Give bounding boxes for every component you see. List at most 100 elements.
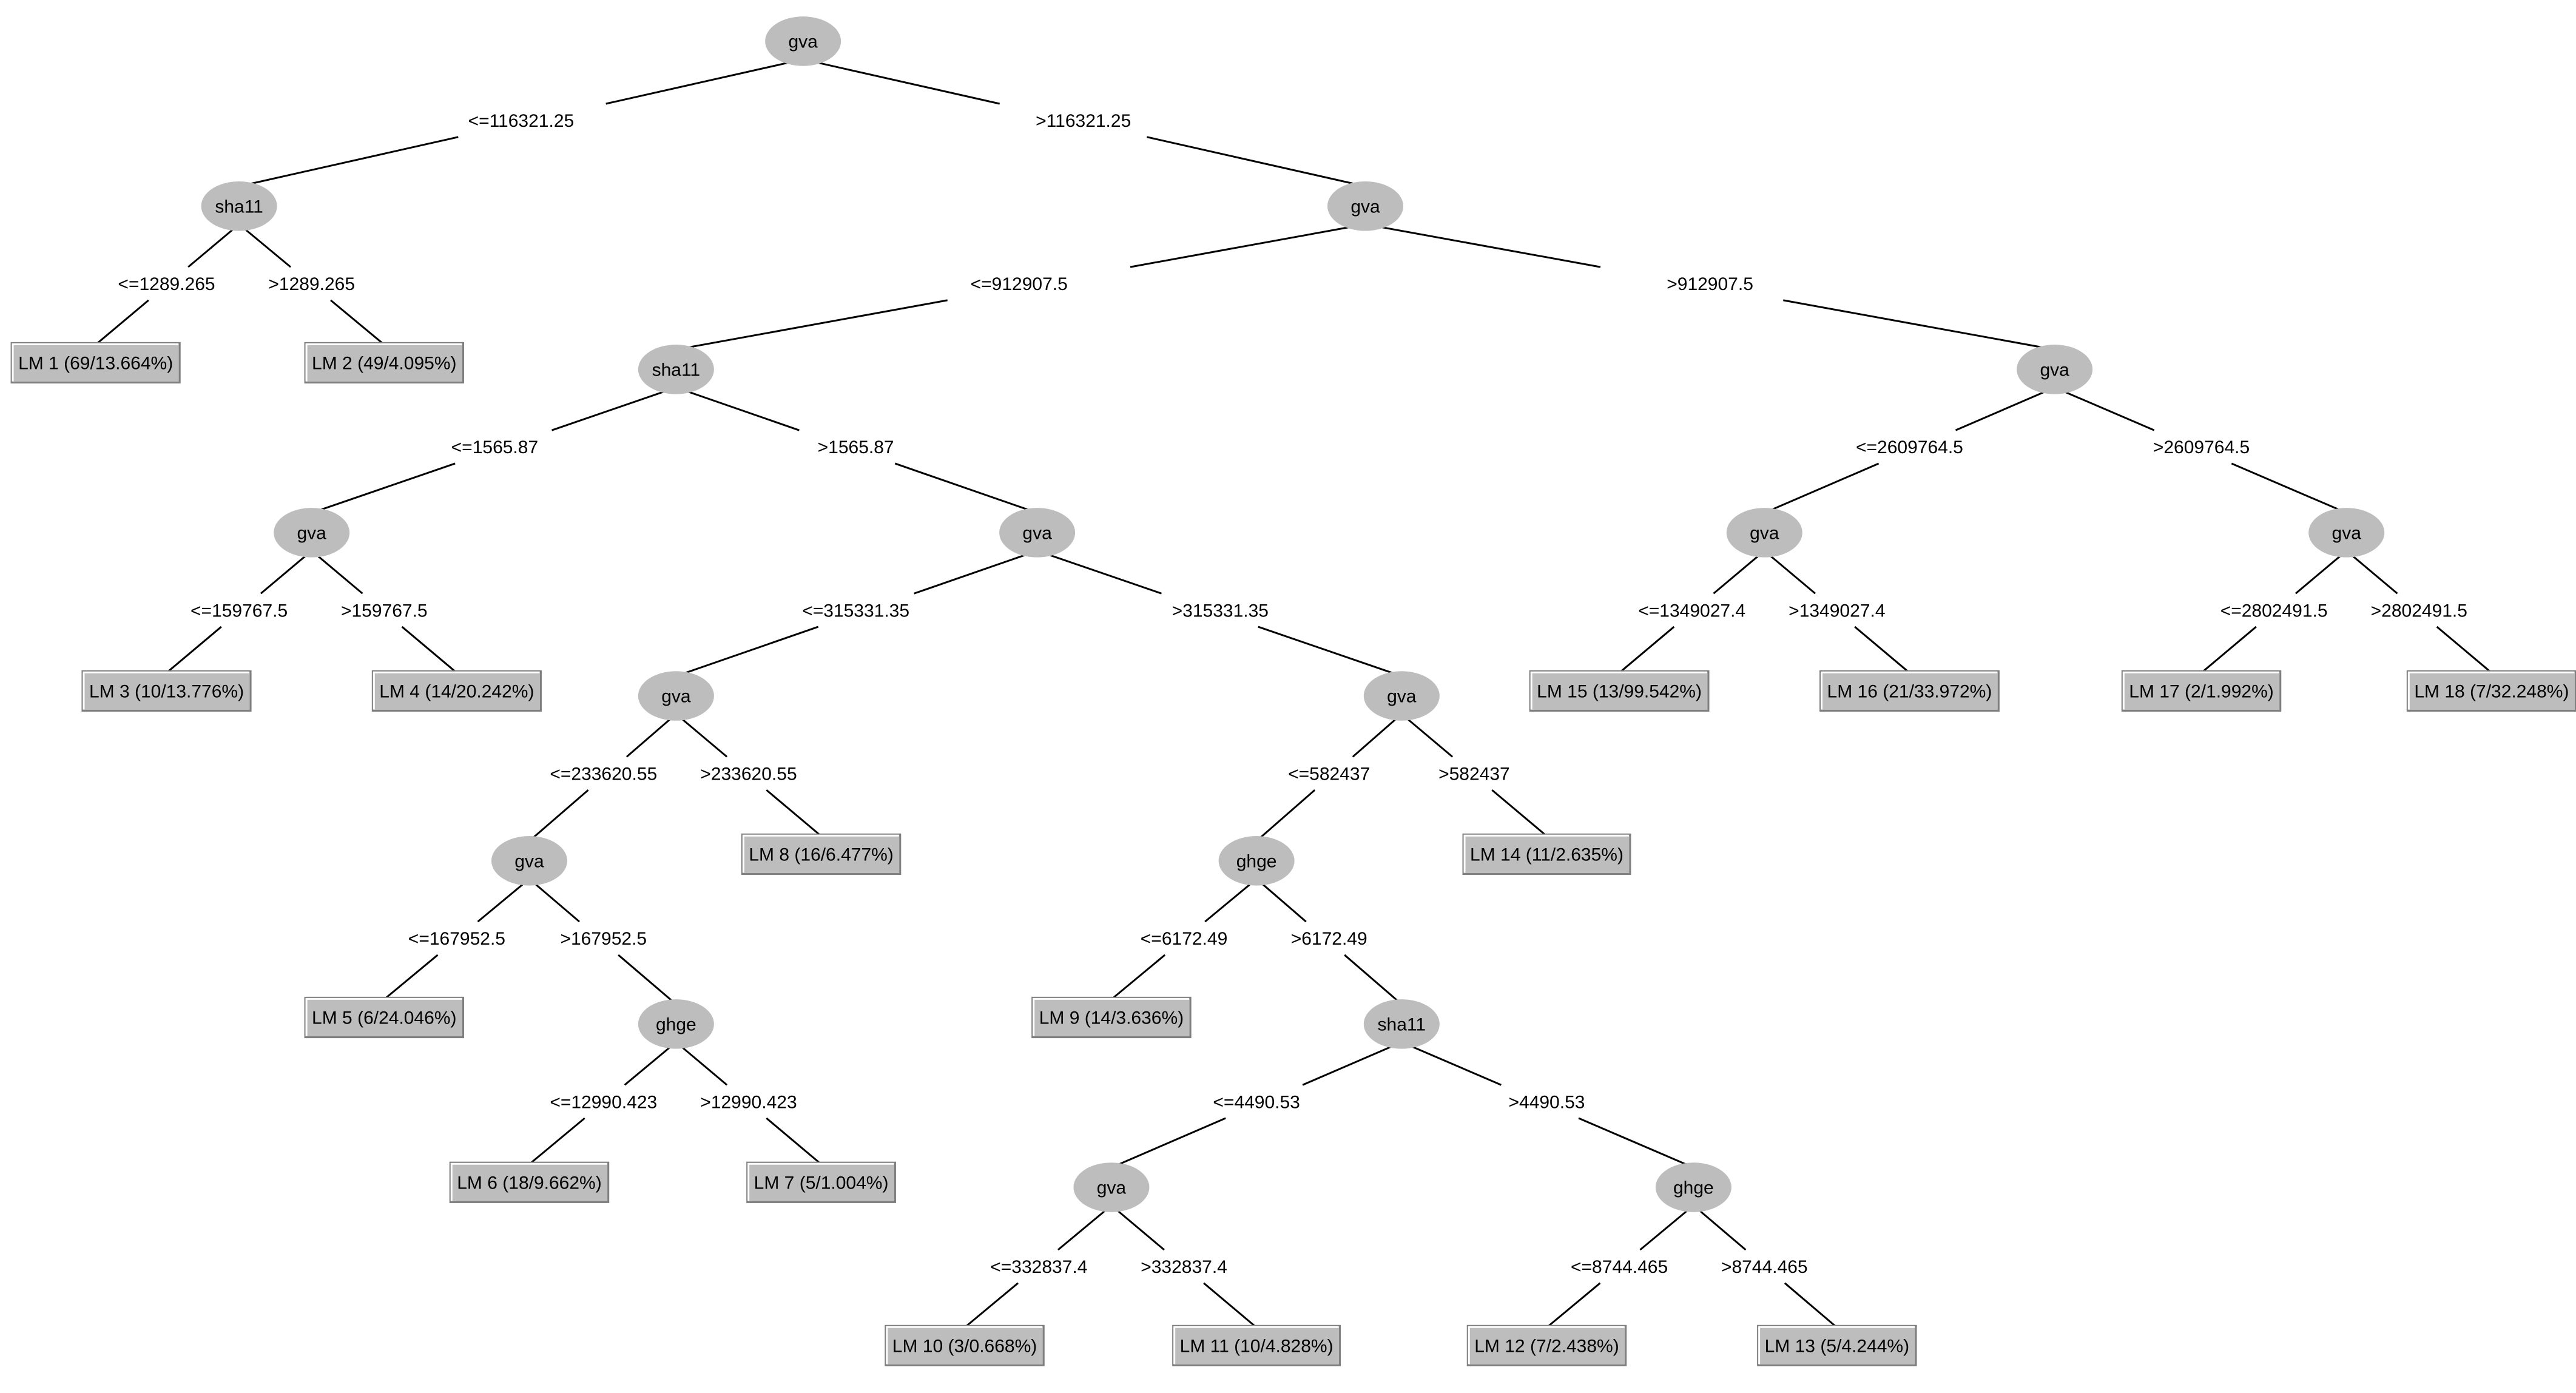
edge-line-n3-n4-upper (1130, 223, 1366, 268)
leaf-label: LM 17 (2/1.992%) (2129, 681, 2273, 701)
edge-line-n5-lm3-upper (260, 550, 312, 595)
leaf-model-lm8: LM 8 (16/6.477%) (741, 833, 902, 875)
edges-layer (95, 58, 2492, 1329)
edge-line-n16-lm12-lower (1546, 1282, 1601, 1329)
leaf-box (304, 342, 465, 384)
leaf-box (885, 1324, 1045, 1367)
leaf-model-lm10: LM 10 (3/0.668%) (885, 1324, 1045, 1367)
edge-line-n7-lm8-lower (766, 789, 822, 837)
node-ellipse (1655, 1162, 1731, 1212)
edge-label: <=332837.4 (990, 1257, 1087, 1277)
edge-line-n14-n9-lower (1111, 1117, 1226, 1169)
node-label: gva (297, 524, 327, 544)
edge-label: >116321.25 (1036, 111, 1131, 131)
node-label: ghge (1673, 1178, 1714, 1198)
split-node-n12: ghge (638, 999, 714, 1049)
leaf-highlight (450, 1162, 607, 1201)
split-node-n17: gva (2308, 508, 2385, 558)
edge-line-n12-lm6-lower (528, 1117, 585, 1165)
split-node-n10: gva (1726, 508, 1802, 558)
edge-line-n9-lm10-upper (1057, 1204, 1112, 1251)
node-ellipse (999, 508, 1076, 558)
node-label: gva (1097, 1178, 1127, 1198)
edge-line-n7-n8-lower (528, 789, 589, 842)
leaves-layer: LM 1 (69/13.664%) LM 2 (49/4.095%) LM 3 (1… (10, 342, 2576, 1367)
edge-line-n13-lm9-lower (1110, 954, 1166, 1000)
leaf-box (1819, 670, 2000, 712)
split-node-n1: gva (765, 16, 841, 66)
node-ellipse (201, 181, 277, 231)
edge-line-n10-lm16-lower (1854, 626, 1910, 674)
leaf-model-lm1: LM 1 (69/13.664%) (10, 342, 181, 384)
leaf-model-lm9: LM 9 (14/3.636%) (1031, 996, 1192, 1039)
edge-label: <=159767.5 (191, 601, 288, 621)
node-ellipse (2308, 508, 2385, 558)
edge-label: <=167952.5 (408, 929, 505, 949)
edge-label: <=1289.265 (118, 274, 215, 294)
edge-line-n16-lm13-upper (1693, 1204, 1747, 1251)
leaf-box (371, 670, 542, 712)
leaf-model-lm13: LM 13 (5/4.244%) (1757, 1324, 1917, 1367)
node-label: ghge (1236, 851, 1277, 871)
edge-line-n6-n7-upper (914, 550, 1038, 595)
split-node-n13: ghge (1218, 836, 1295, 886)
leaf-highlight (1758, 1326, 1915, 1364)
edge-line-n11-lm14-upper (1401, 713, 1454, 758)
leaf-model-lm6: LM 6 (18/9.662%) (449, 1161, 610, 1203)
edge-line-n9-lm11-upper (1110, 1204, 1165, 1251)
edge-line-n12-lm7-lower (766, 1117, 822, 1165)
edge-line-n16-lm13-lower (1784, 1282, 1838, 1329)
edge-label: <=315331.35 (802, 601, 909, 621)
edge-line-n3-n4-lower (676, 299, 948, 351)
leaf-box (10, 342, 181, 384)
leaf-label: LM 2 (49/4.095%) (312, 354, 456, 374)
node-label: gva (1022, 524, 1052, 544)
edge-line-n12-lm7-upper (675, 1041, 728, 1086)
node-ellipse (638, 345, 714, 394)
leaf-box (1466, 1324, 1627, 1367)
leaf-highlight (886, 1326, 1043, 1364)
leaf-box (1529, 670, 1710, 712)
leaf-label: LM 8 (16/6.477%) (749, 845, 893, 865)
edge-line-n13-lm9-upper (1204, 878, 1258, 923)
edge-line-n8-n12-upper (528, 878, 580, 923)
node-label: ghge (656, 1015, 696, 1035)
split-node-n3: gva (1327, 181, 1404, 231)
edge-line-n14-n16-upper (1401, 1041, 1502, 1086)
edge-line-n2-lm2-upper (238, 223, 291, 268)
leaf-highlight (1033, 997, 1190, 1036)
split-node-n2: sha11 (201, 181, 277, 231)
leaf-box (81, 670, 252, 712)
edge-line-n16-lm12-upper (1639, 1204, 1694, 1251)
edge-line-n3-n15-upper (1365, 223, 1601, 268)
node-label: sha11 (215, 197, 263, 217)
leaf-label: LM 11 (10/4.828%) (1180, 1337, 1334, 1357)
edge-label: >332837.4 (1141, 1257, 1227, 1277)
leaf-model-lm11: LM 11 (10/4.828%) (1172, 1324, 1341, 1367)
node-label: sha11 (1378, 1015, 1426, 1035)
node-label: gva (661, 687, 691, 707)
edge-line-n15-n10-lower (1764, 462, 1880, 514)
leaf-model-lm5: LM 5 (6/24.046%) (304, 996, 465, 1039)
edge-label: >12990.423 (700, 1092, 797, 1112)
edge-line-n10-lm15-upper (1713, 550, 1765, 595)
edge-line-n2-lm1-lower (95, 299, 149, 346)
node-ellipse (1327, 181, 1404, 231)
edge-label: <=6172.49 (1141, 929, 1227, 949)
node-label: gva (514, 851, 544, 871)
edge-line-n6-n11-upper (1037, 550, 1162, 595)
edge-label: >8744.465 (1721, 1257, 1808, 1277)
edge-label: <=2802491.5 (2220, 601, 2328, 621)
node-ellipse (1218, 836, 1295, 886)
edge-line-n13-n14-upper (1256, 878, 1307, 923)
leaf-box (746, 1161, 896, 1203)
leaf-model-lm18: LM 18 (7/32.248%) (2406, 670, 2576, 712)
edge-line-n14-n16-lower (1578, 1117, 1694, 1169)
edge-label: >233620.55 (700, 764, 797, 784)
leaf-label: LM 3 (10/13.776%) (89, 681, 244, 701)
edge-label: >2609764.5 (2153, 437, 2250, 457)
node-label: gva (2332, 524, 2362, 544)
leaf-model-lm15: LM 15 (13/99.542%) (1529, 670, 1710, 712)
leaf-label: LM 16 (21/33.972%) (1827, 681, 1992, 701)
